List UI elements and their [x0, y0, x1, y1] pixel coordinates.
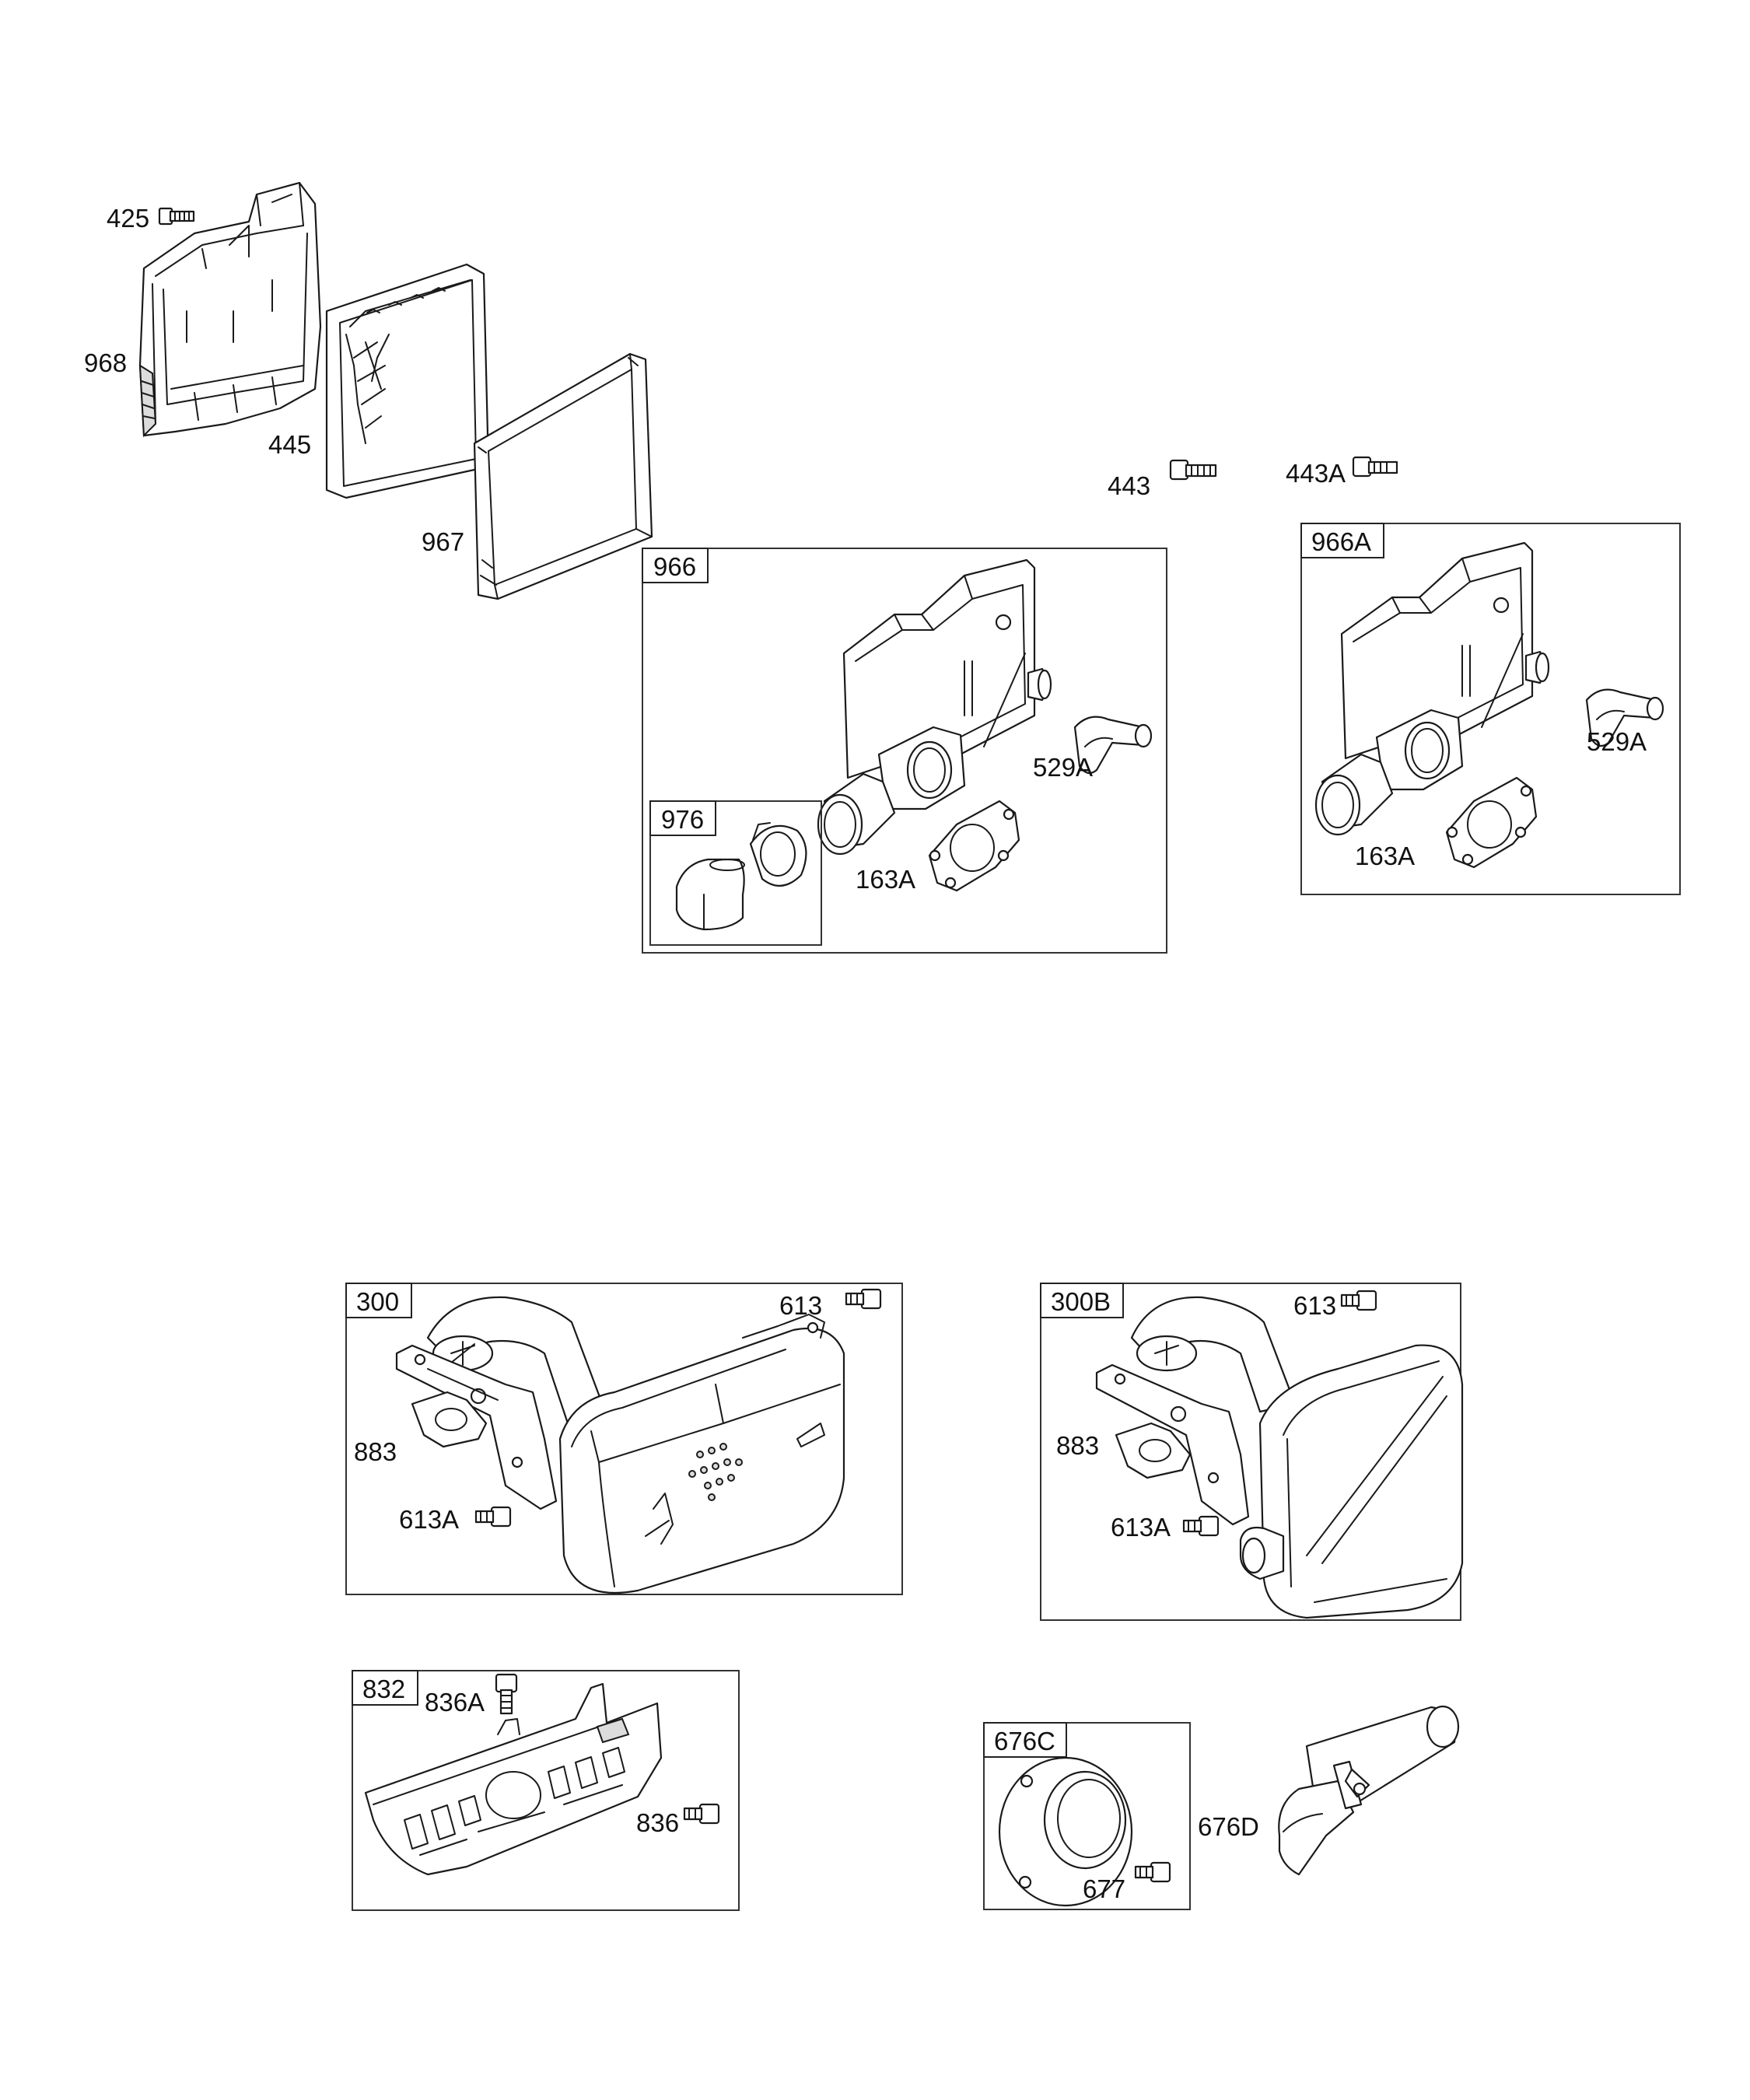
label-613A-300: 613A: [399, 1505, 459, 1534]
screw-613A-icon: [474, 1506, 512, 1528]
label-163A-966: 163A: [856, 865, 915, 894]
precleaner-967-icon: [473, 352, 653, 600]
label-883-300B: 883: [1056, 1431, 1099, 1460]
muffler-300-icon: [395, 1296, 845, 1594]
screw-613A-300B-icon: [1182, 1515, 1220, 1537]
spark-arrester-676C-icon: [998, 1756, 1133, 1907]
box-label-300B: 300B: [1051, 1287, 1111, 1316]
label-613A-300B: 613A: [1111, 1513, 1171, 1542]
label-163A-966A: 163A: [1355, 842, 1415, 870]
label-836: 836: [636, 1808, 679, 1837]
elbow-529A-icon: [1073, 716, 1153, 775]
frame-300: [345, 1283, 903, 1595]
screw-613-300B-icon: [1340, 1290, 1377, 1311]
air-cleaner-assembly-966-icon: [817, 558, 1052, 856]
filter-445-icon: [325, 263, 490, 499]
label-883-300: 883: [354, 1437, 397, 1466]
tag-300B: [1040, 1283, 1124, 1318]
screw-443A-icon: [1352, 456, 1398, 478]
exhaust-deflector-676D-icon: [1278, 1705, 1460, 1876]
muffler-300B-icon: [1095, 1296, 1464, 1619]
screw-425-icon: [158, 207, 195, 226]
label-425: 425: [107, 204, 149, 233]
air-cleaner-assembly-966A-icon: [1314, 541, 1550, 836]
tag-976: [649, 800, 716, 836]
screw-836-icon: [683, 1803, 720, 1825]
box-label-676C: 676C: [994, 1727, 1055, 1755]
gasket-163A-icon: [928, 800, 1020, 892]
muffler-guard-832-icon: [364, 1682, 663, 1876]
tag-966: [642, 548, 709, 583]
box-label-300: 300: [356, 1287, 399, 1316]
frame-976: [649, 800, 822, 946]
label-677: 677: [1083, 1874, 1125, 1903]
air-cleaner-base-968-icon: [138, 181, 322, 438]
air-cleaner-element-976-icon: [675, 822, 807, 931]
screw-836A-icon: [495, 1673, 518, 1715]
box-label-966A: 966A: [1311, 527, 1371, 556]
frame-966A: [1300, 523, 1681, 895]
label-676D: 676D: [1198, 1812, 1259, 1841]
label-445: 445: [268, 430, 311, 459]
tag-676C: [983, 1722, 1067, 1758]
label-443A: 443A: [1286, 459, 1346, 488]
elbow-529A-966A-icon: [1585, 688, 1664, 747]
screw-443-icon: [1169, 459, 1217, 481]
label-836A: 836A: [425, 1688, 485, 1717]
label-529A-966A: 529A: [1587, 727, 1647, 756]
box-label-966: 966: [653, 552, 696, 581]
label-967: 967: [422, 527, 464, 556]
label-613-300: 613: [779, 1291, 822, 1320]
gasket-883-300B-icon: [1115, 1422, 1192, 1479]
screw-677-icon: [1134, 1861, 1171, 1883]
frame-966: [642, 548, 1167, 954]
screw-613-icon: [845, 1288, 882, 1310]
gasket-163A-966A-icon: [1445, 776, 1538, 869]
gasket-883-icon: [411, 1391, 488, 1448]
label-613-300B: 613: [1293, 1291, 1336, 1320]
tag-966A: [1300, 523, 1384, 558]
tag-300: [345, 1283, 412, 1318]
frame-832: [352, 1670, 740, 1911]
label-443: 443: [1108, 471, 1150, 500]
tag-832: [352, 1670, 418, 1706]
frame-676C: [983, 1722, 1191, 1910]
box-label-832: 832: [362, 1675, 405, 1703]
label-968: 968: [84, 348, 127, 377]
label-529A-966: 529A: [1033, 753, 1093, 782]
box-label-976: 976: [661, 805, 704, 834]
